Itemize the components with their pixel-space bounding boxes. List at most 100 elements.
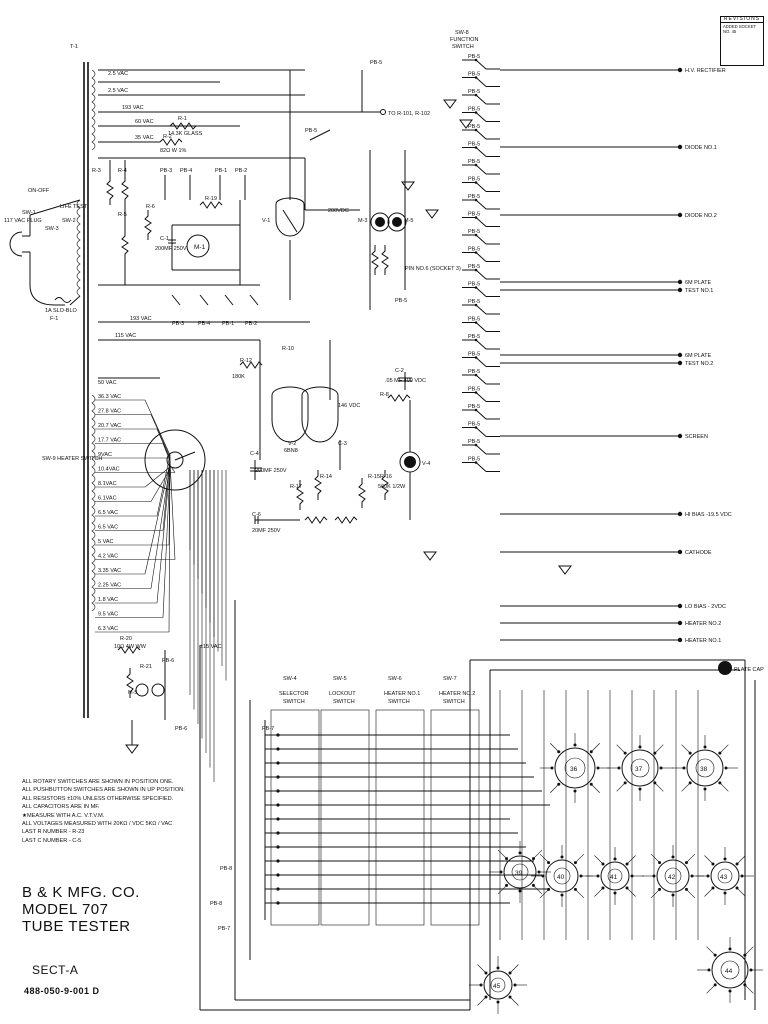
socket-lead — [594, 887, 604, 897]
socket-lead — [509, 964, 519, 974]
switch-blade — [475, 462, 487, 472]
lower-rc-network — [250, 440, 366, 524]
fuse-label: 1A SLO-BLO — [45, 308, 78, 314]
note: LAST C NUMBER - C-5 — [22, 837, 82, 844]
switch-pivot — [474, 303, 478, 307]
socket-number: 37 — [635, 766, 643, 773]
socket-lead — [719, 782, 729, 792]
pushbutton-label: PB-1 — [215, 168, 227, 174]
output-label: HEATER NO.1 — [685, 638, 721, 644]
pushbutton-label: PB-5 — [468, 72, 480, 78]
pushbutton-label: PB-5 — [468, 404, 480, 410]
output-terminal — [677, 352, 683, 358]
socket-lead — [626, 887, 636, 897]
output-label: DIODE NO.2 — [685, 213, 717, 219]
output-terminal — [677, 603, 683, 609]
switch-blade — [475, 164, 487, 175]
socket-lead — [594, 855, 604, 865]
life-test-label: LIFE TEST — [60, 204, 88, 210]
output-label: PLATE CAP — [734, 667, 764, 673]
winding-label: 2.5 VAC — [108, 88, 128, 94]
component-label: R-20 — [120, 636, 132, 642]
component-label: C-1 — [160, 236, 169, 242]
switch-blade — [475, 59, 487, 70]
switch-pivot — [474, 461, 478, 464]
revisions-block: REVISIONS ADDED SOCKET NO. 45 — [720, 16, 764, 66]
pushbutton-label: PB-5 — [468, 282, 480, 288]
switch-blade — [475, 269, 487, 280]
switch-pivot — [474, 128, 478, 132]
heater-tap-wire — [150, 468, 171, 502]
component-label: M-3 — [358, 218, 367, 224]
switch-blade — [475, 322, 487, 332]
winding-label: 193 VAC — [122, 105, 144, 111]
heater-tap-label: 6.1VAC — [98, 496, 117, 502]
switch-blade — [475, 112, 487, 122]
ground-symbol — [459, 119, 473, 129]
pushbutton-label: PB-5 — [468, 299, 480, 305]
switch-blade — [475, 287, 487, 297]
heater-tap-wire — [169, 464, 176, 473]
pushbutton-label: PB-5 — [468, 107, 480, 113]
sw3-label: SW-3 — [45, 226, 59, 232]
switch-pivot — [474, 58, 478, 62]
voltage-annotation: 200VDC — [328, 208, 349, 214]
pushbutton-label: PB-5 — [468, 334, 480, 340]
socket-lead — [626, 855, 636, 865]
notes-block: ALL ROTARY SWITCHES ARE SHOWN IN POSITIO… — [22, 778, 202, 845]
meter-m1-circuit — [164, 175, 246, 285]
output-label: LO BIAS - 2VDC — [685, 604, 726, 610]
tube-v1 — [275, 70, 305, 300]
socket-number: 42 — [668, 874, 676, 881]
r20-m5-region — [117, 646, 166, 754]
selector-switch-name: LOCKOUT — [329, 691, 356, 697]
heater-tap-label: 6.5 VAC — [98, 510, 118, 516]
winding-label: 50 VAC — [98, 380, 117, 386]
output-label: H.V. RECTIFIER — [685, 68, 726, 74]
function-switch-contacts: PB-5PB-5PB-5PB-5PB-5PB-5PB-5PB-5PB-5PB-5… — [462, 54, 500, 472]
switch-blade — [475, 234, 487, 245]
tube-socket — [503, 855, 537, 889]
pushbutton-label: PB-2 — [245, 321, 257, 327]
pushbutton-label: PB-5 — [370, 60, 382, 66]
title-block: B & K MFG. CO. MODEL 707 TUBE TESTER — [22, 884, 140, 935]
output-terminal — [677, 67, 683, 73]
socket-lead — [681, 744, 691, 754]
output-terminal — [677, 287, 683, 293]
switch-pivot — [474, 251, 478, 254]
selector-switch-block: SW-4SELECTORSWITCHSW-5LOCKOUTSWITCHSW-6H… — [210, 676, 550, 960]
sw2-label: SW-2 — [62, 218, 76, 224]
switch-pivot — [474, 93, 478, 97]
fuse-id: F-1 — [50, 316, 58, 322]
pushbutton-label: PB-4 — [198, 321, 210, 327]
pushbutton-label: PB-5 — [305, 128, 317, 134]
switch-blade — [475, 94, 487, 105]
socket-lead — [704, 887, 714, 897]
note: ALL RESISTORS ±10% UNLESS OTHERWISE SPEC… — [22, 795, 174, 802]
heater-tap-label: 36.3 VAC — [98, 394, 121, 400]
heater-tap-label: 6.3 VAC — [98, 626, 118, 632]
pushbutton-label: PB-7 — [218, 926, 230, 932]
model: MODEL 707 — [22, 901, 109, 918]
socket-lead — [650, 889, 660, 899]
socket-lead — [539, 889, 549, 899]
tube-socket — [710, 861, 740, 891]
switch-pivot — [474, 163, 478, 167]
component-label: C-6 — [252, 512, 261, 518]
to-annotation: TO R-101, R-102 — [388, 111, 430, 117]
component-label: R-12 — [240, 358, 252, 364]
pushbutton-label: PB-5 — [468, 124, 480, 130]
winding-label: 193 VAC — [130, 316, 152, 322]
socket-lead — [509, 996, 519, 1006]
component-label: R-5 — [118, 212, 127, 218]
socket-lead — [686, 853, 696, 863]
pushbutton-label: PB-5 — [468, 194, 480, 200]
socket-lead — [736, 887, 746, 897]
component-label: V-4 — [422, 461, 430, 467]
component-annotation: 180K — [232, 374, 245, 380]
socket-lead — [477, 996, 487, 1006]
heater-tap-wire — [162, 468, 171, 618]
product: TUBE TESTER — [22, 918, 131, 935]
selector-contact — [276, 845, 280, 849]
switch-blade — [475, 304, 487, 315]
